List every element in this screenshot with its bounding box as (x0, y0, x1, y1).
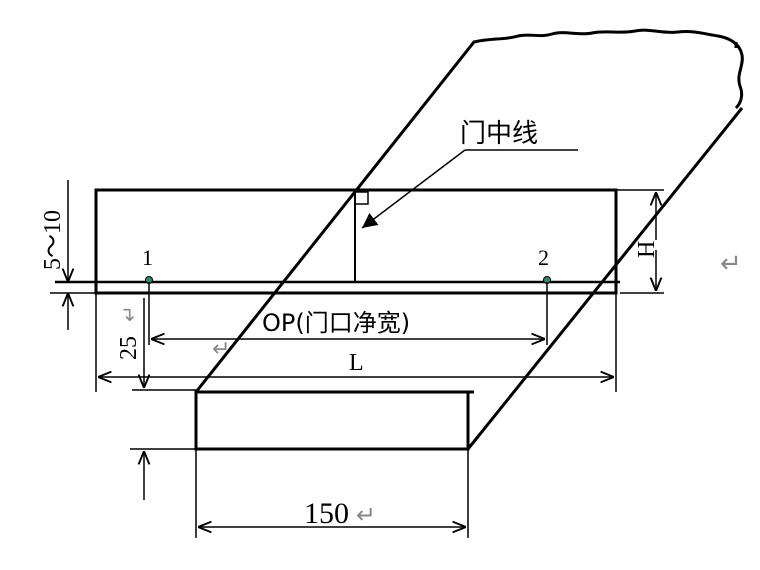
point-2: 2 (538, 245, 551, 284)
return-mark-icon: ↵ (356, 501, 376, 529)
return-mark-icon: ↵ (117, 305, 141, 322)
length-label: L (349, 350, 364, 376)
return-mark-icon: ↵ (720, 249, 742, 279)
point-1-label: 1 (142, 245, 153, 270)
block-thickness-dimension (130, 448, 196, 500)
offset-dimension: 25 ↵ (116, 298, 196, 391)
offset-25-label: 25 (116, 336, 142, 360)
length-dimension: L (95, 293, 617, 392)
point-1: 1 (142, 245, 153, 284)
clear-width-label: OP(门口净宽) (262, 309, 410, 337)
gap-range-label: 5～10 (40, 210, 66, 270)
height-dimension: H (616, 189, 664, 294)
clear-width-dimension: OP(门口净宽) (148, 282, 548, 345)
door-centerline: 门中线 (354, 119, 578, 282)
point-2-label: 2 (538, 245, 549, 270)
wall-slab (194, 28, 744, 450)
height-label: H (634, 241, 660, 258)
front-block (194, 390, 474, 451)
return-mark-icon: ↵ (212, 337, 230, 362)
gap-dimension: 5～10 (40, 180, 96, 330)
board-width-dimension: 150 ↵ (195, 449, 469, 538)
board-width-label: 150 (304, 497, 349, 530)
door-centerline-label: 门中线 (460, 119, 538, 149)
